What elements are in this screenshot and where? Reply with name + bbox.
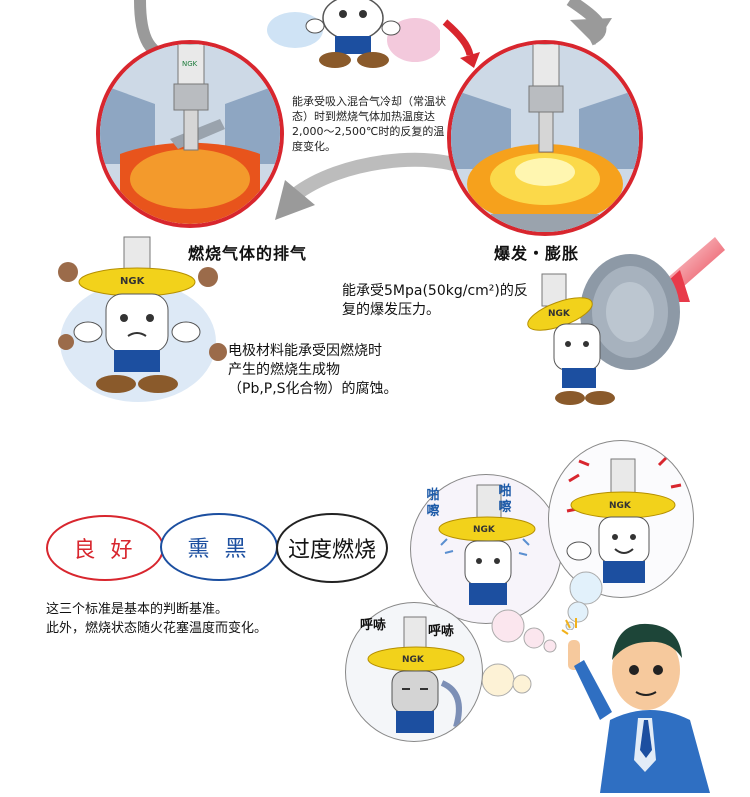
plug-brand-left: NGK (182, 60, 198, 68)
explosion-label: 爆发・膨胀 (494, 244, 580, 263)
mascot-corrosion: NGK (48, 232, 228, 402)
thought-trail-bubbles-2 (560, 570, 620, 631)
ngk-hat-text: NGK (548, 309, 571, 319)
corrosion-text: 电极材料能承受因燃烧时 产生的燃烧生成物 （Pb,P,S化合物）的腐蚀。 (228, 342, 448, 399)
exhaust-cylinder-illustration: NGK (96, 40, 284, 228)
ngk-hat-text: NGK (609, 501, 632, 511)
corrosion-line-1: 电极材料能承受因燃烧时 (228, 343, 382, 359)
pressure-text: 能承受5Mpa(50kg/cm²)的反复的爆发压力。 (342, 282, 532, 320)
note-line-1: 这三个标准是基本的判断基准。 (46, 602, 229, 617)
standard-good-label: 良 好 (73, 538, 137, 563)
sweat-sound-right: 啪嚓 (498, 484, 512, 515)
standard-fouled-oval: 熏 黑 (160, 513, 278, 581)
cooling-caption: 能承受吸入混合气冷却（常温状态）时到燃烧气体加热温度达2,000～2,500℃时… (292, 95, 446, 153)
ngk-hat-text: NGK (120, 276, 146, 287)
ngk-hat-text: NGK (402, 655, 425, 665)
sleep-sound-right: 呼哧 (428, 624, 455, 639)
thought-trail-bubbles-3 (478, 660, 538, 702)
thought-bubble-fouled: NGK (345, 602, 483, 742)
standard-overheat-oval: 过度燃烧 (276, 513, 388, 583)
standard-overheat-label: 过度燃烧 (287, 538, 376, 563)
standards-note: 这三个标准是基本的判断基准。 此外，燃烧状态随火花塞温度而变化。 (46, 600, 366, 638)
sweat-sound-left: 啪嚓 (426, 488, 440, 519)
thought-bubble-good: NGK (548, 440, 694, 598)
standard-good-oval: 良 好 (46, 515, 164, 581)
corrosion-line-2: 产生的燃烧生成物 (228, 362, 340, 378)
ngk-hat-text: NGK (473, 525, 496, 535)
thought-trail-bubbles-1 (490, 604, 560, 654)
mascot-pressure: 5 NGK (520, 232, 730, 422)
note-line-2: 此外，燃烧状态随火花塞温度而变化。 (46, 621, 268, 636)
pressure-text-content: 能承受5Mpa(50kg/cm²)的反复的爆发压力。 (342, 283, 528, 318)
thought-bubble-sweat: NGK (410, 474, 562, 624)
standard-fouled-label: 熏 黑 (187, 537, 251, 562)
explosion-cylinder-illustration (447, 40, 643, 236)
exhaust-label: 燃烧气体的排气 (188, 244, 308, 263)
businessman-figure (560, 600, 730, 793)
mascot-top (265, 0, 443, 72)
corrosion-line-3: （Pb,P,S化合物）的腐蚀。 (228, 381, 398, 397)
sleep-sound-left: 呼哧 (360, 618, 387, 633)
